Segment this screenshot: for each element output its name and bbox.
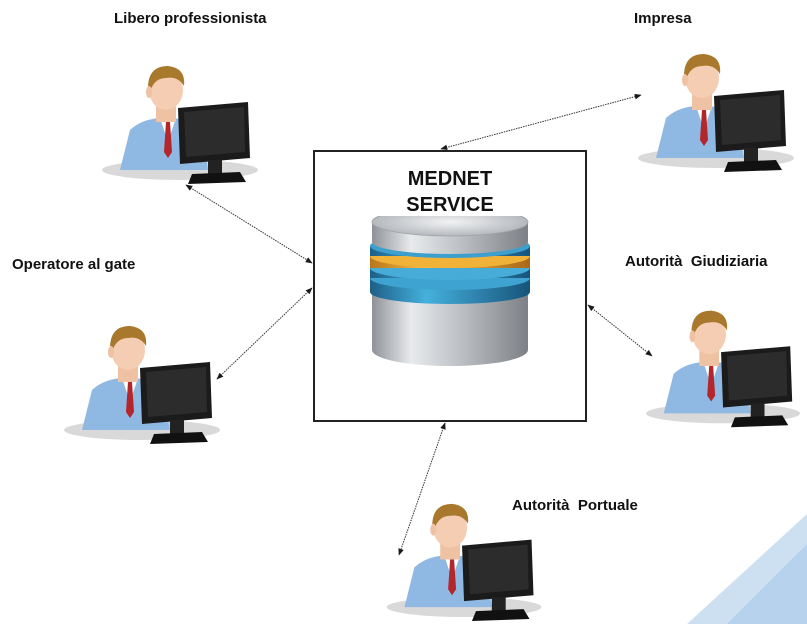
node-label-libero: Libero professionista [114, 10, 267, 27]
person-computer-icon-portuale [386, 503, 542, 622]
connector-portuale [398, 422, 446, 556]
mednet-service-title: MEDNET SERVICE [315, 166, 585, 218]
person-computer-icon-giudiziaria [645, 310, 801, 428]
person-computer-icon-libero [102, 66, 258, 184]
person-computer-icon-operatore [64, 326, 220, 444]
connector-impresa [440, 93, 642, 151]
node-label-giudiziaria: Autorità Giudiziaria [625, 253, 768, 270]
node-label-impresa: Impresa [634, 10, 692, 27]
connector-giudiziaria [587, 304, 653, 357]
person-computer-icon-impresa [638, 54, 794, 172]
corner-accent-shape [687, 514, 807, 624]
database-icon [370, 216, 530, 366]
title-line-1: MEDNET [407, 168, 493, 190]
title-line-2: SERVICE [406, 194, 494, 216]
mednet-service-box: MEDNET SERVICE [313, 150, 587, 422]
node-label-portuale: Autorità Portuale [512, 497, 638, 514]
node-label-operatore: Operatore al gate [12, 256, 136, 273]
connector-operatore [216, 287, 313, 380]
connector-libero [185, 184, 313, 264]
